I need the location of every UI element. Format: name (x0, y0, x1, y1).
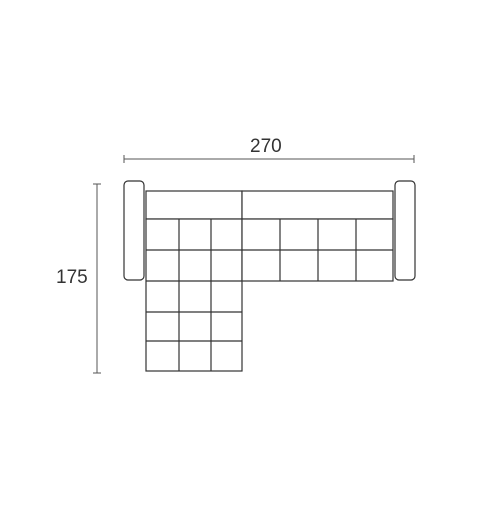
sofa-seat-cushion-grid (241, 218, 394, 282)
right-armrest (394, 180, 416, 281)
chaise-cushion-grid (145, 218, 243, 372)
chaise-seat-outline (145, 218, 243, 372)
sofa-backrest (241, 190, 394, 220)
chaise-backrest (145, 190, 243, 220)
left-armrest (123, 180, 145, 281)
depth-dimension-label: 175 (56, 267, 88, 288)
depth-dimension-line (93, 183, 101, 374)
width-dimension-line (123, 155, 415, 163)
width-dimension-label: 270 (250, 136, 282, 157)
